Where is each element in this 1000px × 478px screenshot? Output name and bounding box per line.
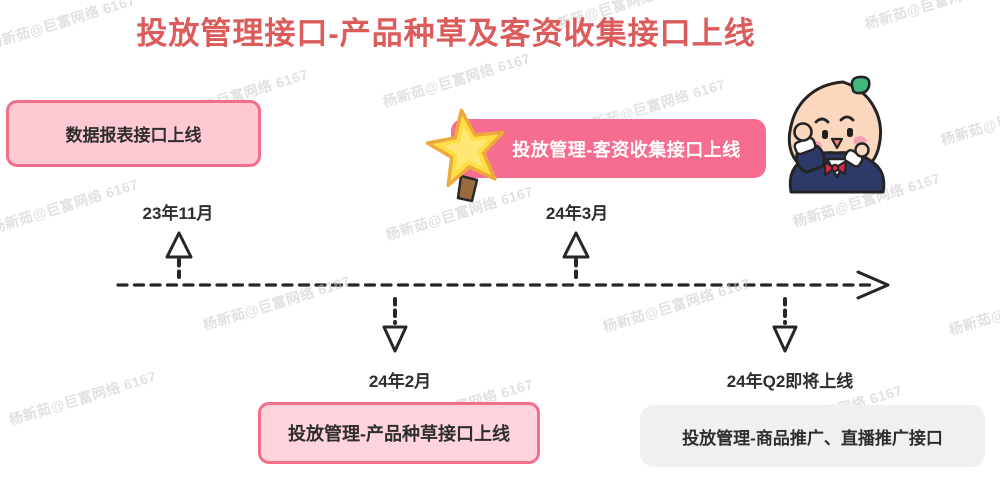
date-23-11: 23年11月 xyxy=(142,204,214,223)
down-arrow-24-2 xyxy=(382,297,408,353)
down-arrow-24-q2 xyxy=(772,297,798,353)
milestone-label: 数据报表接口上线 xyxy=(65,126,202,145)
milestone-label: 投放管理-客资收集接口上线 xyxy=(512,139,741,160)
date-24-q2: 24年Q2即将上线 xyxy=(726,372,854,391)
timeline-arrowhead xyxy=(856,270,890,300)
up-arrow-23-11 xyxy=(165,231,193,283)
page-title: 投放管理接口-产品种草及客资收集接口上线 xyxy=(136,16,756,51)
milestone-box-product-seeding: 投放管理-产品种草接口上线 xyxy=(258,402,540,464)
star-stem xyxy=(456,174,479,203)
date-24-2: 24年2月 xyxy=(368,372,432,391)
milestone-label: 投放管理-商品推广、直播推广接口 xyxy=(682,428,943,448)
mascot-sprout xyxy=(850,75,871,95)
up-arrow-24-3 xyxy=(562,231,590,283)
date-24-3: 24年3月 xyxy=(545,204,609,223)
star-icon xyxy=(425,108,505,203)
milestone-box-data-report: 数据报表接口上线 xyxy=(6,100,261,167)
highlight-badge-lead-collection: 投放管理-客资收集接口上线 xyxy=(451,119,766,178)
milestone-box-upcoming: 投放管理-商品推广、直播推广接口 xyxy=(640,405,985,467)
milestone-label: 投放管理-产品种草接口上线 xyxy=(288,424,510,444)
peach-mascot-icon xyxy=(787,75,886,194)
star-highlight xyxy=(443,126,489,172)
